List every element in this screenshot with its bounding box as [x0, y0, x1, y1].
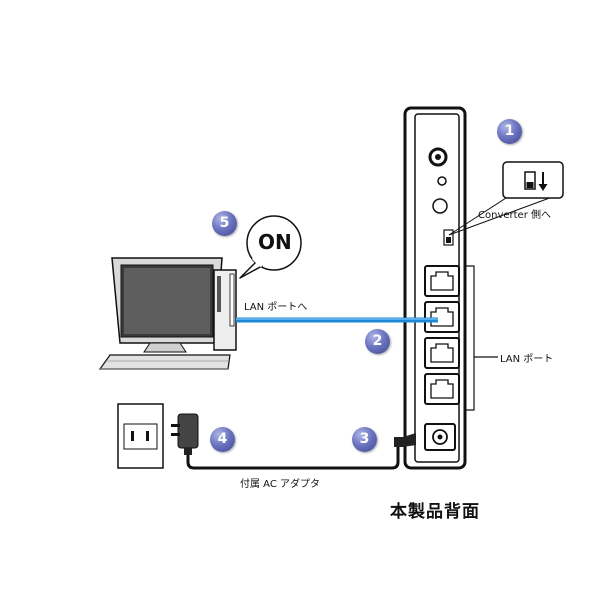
- lan-bracket: [466, 265, 475, 411]
- back-panel-title: 本製品背面: [390, 502, 480, 522]
- pc-lan-label: LAN ポートへ: [244, 302, 308, 313]
- adapter-label: 付属 AC アダプタ: [240, 479, 321, 490]
- power-on-text: ON: [258, 230, 292, 254]
- step-badge-2: 2: [365, 329, 390, 354]
- lan-port-group: [424, 265, 460, 405]
- step-badge-1: 1: [497, 119, 522, 144]
- step-badge-5: 5: [212, 211, 237, 236]
- wall-outlet: [117, 403, 164, 469]
- ac-adapter: [171, 413, 416, 470]
- computer: [98, 257, 237, 370]
- step-badge-4: 4: [210, 427, 235, 452]
- switch-note-label: Converter 側へ: [478, 210, 551, 221]
- switch-callout: [448, 161, 564, 236]
- router-back-panel: [403, 106, 467, 470]
- step-badge-3: 3: [352, 427, 377, 452]
- on-bubble: [239, 215, 302, 279]
- router-lan-label: LAN ポート: [500, 354, 554, 365]
